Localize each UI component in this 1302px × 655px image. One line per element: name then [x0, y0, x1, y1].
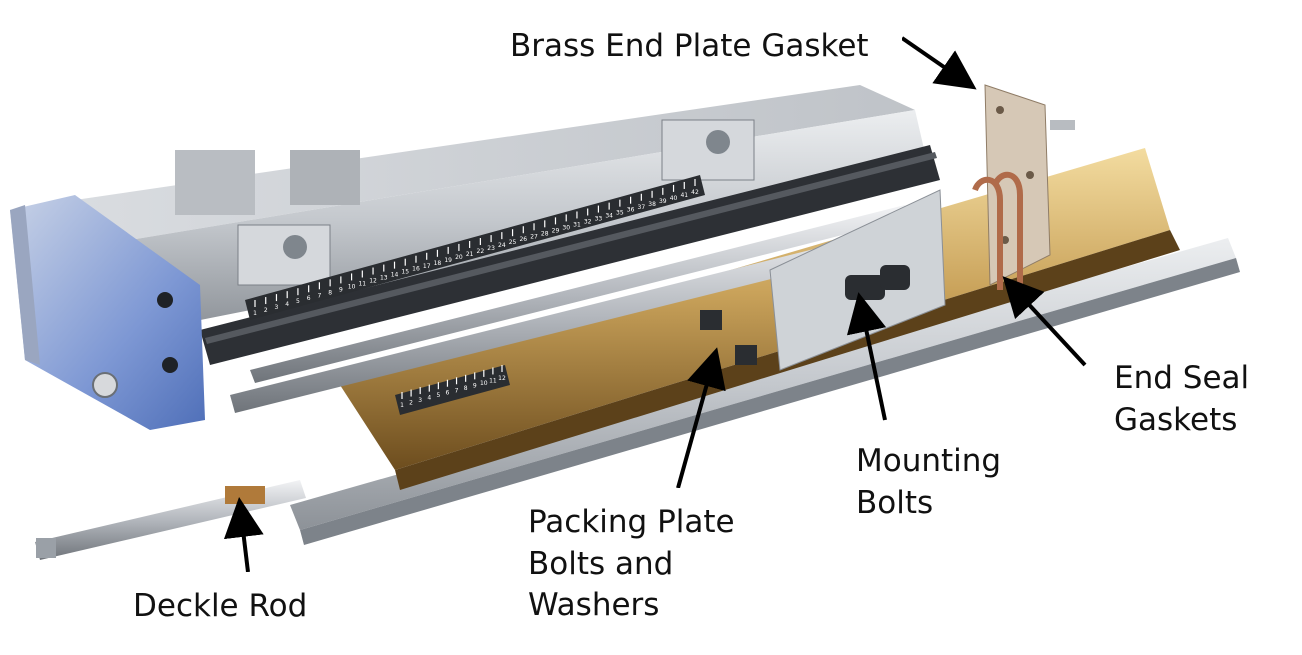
ruler-label: 31 [573, 221, 581, 228]
ruler-label: 19 [444, 257, 452, 264]
ruler-label: 24 [498, 242, 506, 249]
label-line: Gaskets [1114, 401, 1238, 438]
end-seal-gaskets [972, 171, 1023, 290]
ruler-label: 30 [562, 224, 570, 231]
label-line: Deckle Rod [133, 588, 308, 624]
label-packing-plate-bolts-and-washers: Packing Plate Bolts and Washers [500, 488, 778, 648]
ruler-label: 7 [455, 387, 459, 394]
ruler-label: 37 [638, 204, 646, 211]
guide-rods [230, 205, 935, 413]
ruler-label: 10 [348, 283, 356, 290]
ruler-label: 16 [412, 266, 420, 273]
ruler-label: 36 [627, 207, 635, 214]
label-end-seal-gaskets: End Seal Gaskets [1088, 340, 1298, 480]
ruler-label: 35 [616, 210, 624, 217]
bottom-rail [290, 238, 1240, 545]
ruler-label: 41 [680, 192, 688, 199]
ruler-label: 21 [466, 251, 474, 258]
ruler-label: 1 [400, 402, 404, 409]
ruler-label: 3 [275, 304, 279, 311]
ruler-label: 40 [670, 195, 678, 202]
ruler-label: 8 [464, 385, 468, 392]
ruler-label: 4 [427, 395, 431, 402]
ruler-label: 18 [434, 260, 442, 267]
ruler-label: 5 [296, 298, 300, 305]
ruler-label: 29 [552, 227, 560, 234]
mounting-bolt [845, 275, 885, 300]
ruler-label: 34 [605, 213, 613, 220]
label-brass-end-plate-gasket: Brass End Plate Gasket [482, 16, 902, 78]
ruler-label: 9 [339, 286, 343, 293]
ruler-label: 39 [659, 198, 667, 205]
ruler-label: 6 [307, 295, 311, 302]
label-line: Packing Plate [528, 504, 735, 540]
ruler-label: 10 [480, 380, 488, 387]
ruler-label: 32 [584, 219, 592, 226]
ruler-label: 17 [423, 263, 431, 270]
ruler-label: 6 [446, 390, 450, 397]
ruler-label: 5 [436, 392, 440, 399]
ruler-label: 38 [648, 201, 656, 208]
label-deckle-rod: Deckle Rod [105, 572, 345, 644]
ruler-label: 25 [509, 239, 517, 246]
arrow-end-seal [1002, 276, 1087, 367]
ruler-label: 8 [328, 289, 332, 296]
arrow-packing [676, 347, 726, 489]
label-mounting-bolts: Mounting Bolts [830, 425, 1045, 555]
clamp-block-right [661, 119, 755, 181]
ruler-label: 15 [401, 269, 409, 276]
ruler-label: 4 [285, 301, 289, 308]
ruler-label: 3 [418, 397, 422, 404]
ruler-label: 20 [455, 254, 463, 261]
label-line: Bolts [856, 484, 934, 521]
ruler-label: 22 [477, 248, 485, 255]
ruler-label: 2 [409, 400, 413, 407]
ruler-label: 12 [498, 375, 506, 382]
ruler-label: 27 [530, 233, 538, 240]
deckle-rod [35, 480, 306, 560]
ruler-label: 11 [358, 280, 366, 287]
ruler-label: 13 [380, 275, 388, 282]
arrow-deckle [223, 497, 264, 573]
label-line: Brass End Plate Gasket [510, 28, 869, 64]
left-end-cap [10, 195, 205, 430]
label-line: End Seal [1114, 360, 1250, 396]
label-line: Bolts and [528, 545, 674, 582]
callout-arrows [223, 36, 1087, 573]
ruler-label: 7 [317, 292, 321, 299]
packing-plate-bolt-2 [735, 345, 757, 365]
packing-plate-bolt-1 [700, 310, 722, 330]
ruler-label: 11 [489, 377, 497, 384]
label-line: Washers [528, 587, 660, 624]
arrow-brass-end-plate [900, 36, 977, 90]
label-line: Mounting [856, 443, 1002, 479]
ruler-label: 28 [541, 230, 549, 237]
ruler-label: 2 [264, 307, 268, 314]
threaded-screw [200, 145, 940, 365]
arrow-mounting [846, 292, 887, 421]
ruler-label: 42 [691, 189, 699, 196]
packing-plate [700, 189, 946, 371]
ruler-label: 14 [391, 272, 399, 279]
ruler-label: 1 [253, 310, 257, 317]
ruler-label: 12 [369, 278, 377, 285]
ruler-label: 23 [487, 245, 495, 252]
ruler-label: 9 [473, 382, 477, 389]
ruler-label: 33 [595, 216, 603, 223]
clamp-block-left [237, 224, 331, 286]
ruler-label: 26 [519, 236, 527, 243]
